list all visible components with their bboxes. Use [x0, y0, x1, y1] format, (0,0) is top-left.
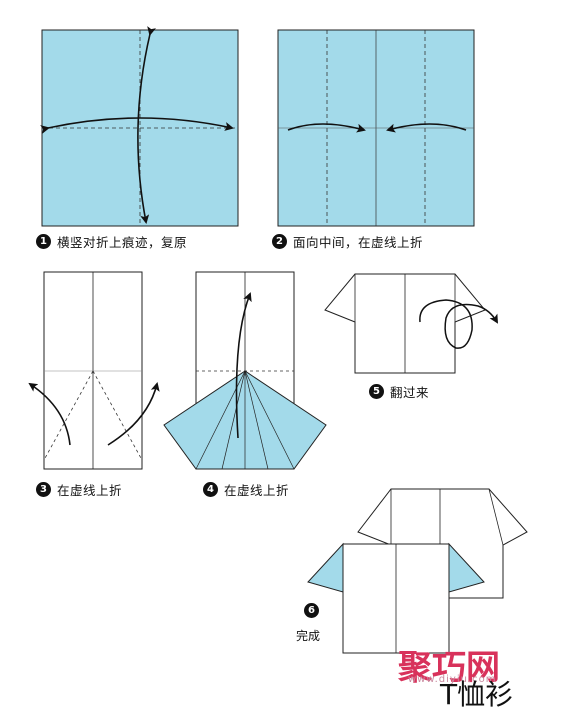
step6-front-shirt — [307, 542, 485, 654]
step5-number: 5 — [369, 384, 384, 399]
step3-number: 3 — [36, 482, 51, 497]
step4-inner-right — [244, 370, 269, 470]
step3-text: 在虚线上折 — [57, 483, 123, 498]
step1-vertical-arrow — [137, 26, 156, 224]
step5-caption: 5 翻过来 — [369, 382, 429, 401]
step4-figure — [163, 271, 327, 470]
step3-left-arrow — [28, 382, 71, 446]
step2-figure — [277, 29, 475, 227]
step5-flip-arrow — [419, 299, 499, 349]
step3-figure — [28, 271, 160, 470]
step4-inner-left — [221, 370, 246, 470]
step4-text: 在虚线上折 — [224, 483, 290, 498]
step1-text: 横竖对折上痕迹，复原 — [57, 235, 188, 250]
step4-number: 4 — [203, 482, 218, 497]
step3-left-fold-line — [43, 370, 94, 461]
step2-right-arrow — [386, 123, 467, 133]
watermark-url: www.diyiu.com — [408, 674, 497, 685]
step2-caption: 2 面向中间，在虚线上折 — [272, 232, 423, 251]
step3-caption: 3 在虚线上折 — [36, 480, 122, 499]
step1-figure — [40, 26, 239, 227]
step5-text: 翻过来 — [390, 385, 430, 400]
step2-number: 2 — [272, 234, 287, 249]
step4-right-edge — [244, 370, 295, 470]
step2-text: 面向中间，在虚线上折 — [293, 235, 424, 250]
diagram-title: T恤衫 — [440, 678, 514, 711]
step3-right-fold-line — [92, 370, 143, 461]
step5-figure — [324, 273, 499, 374]
watermark-brand: 聚巧网 — [398, 648, 500, 688]
step1-caption: 1 横竖对折上痕迹，复原 — [36, 232, 187, 251]
step4-up-arrow — [235, 292, 252, 439]
step3-right-arrow — [107, 382, 160, 446]
step1-number: 1 — [36, 234, 51, 249]
step6-text: 完成 — [296, 629, 321, 643]
step4-caption: 4 在虚线上折 — [203, 480, 289, 499]
step2-left-arrow — [287, 123, 366, 133]
step6-left-sleeve — [307, 542, 344, 593]
step6-caption: 6 — [304, 603, 325, 618]
step6-number: 6 — [304, 603, 319, 618]
step1-horizontal-arrow — [40, 117, 234, 134]
